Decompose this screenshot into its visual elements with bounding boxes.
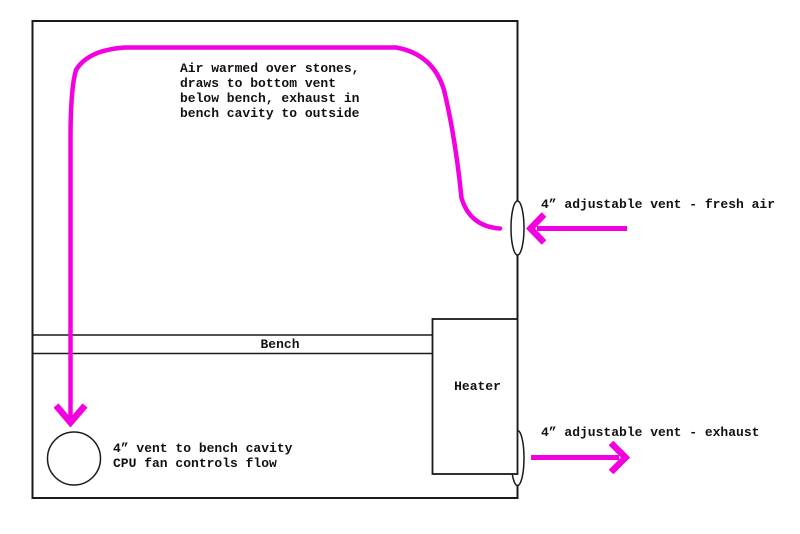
room-outline — [31, 20, 519, 499]
bench-label: Bench — [260, 337, 300, 352]
airflow-note: Air warmed over stones, draws to bottom … — [180, 61, 359, 121]
heater-label: Heater — [454, 379, 501, 394]
floor-vent-note-line: 4” vent to bench cavity — [113, 441, 293, 456]
fresh-air-arrowhead-left-icon — [525, 212, 547, 245]
airflow-note-line: draws to bottom vent — [180, 76, 337, 91]
floor-vent-note-line: CPU fan controls flow — [113, 456, 277, 471]
heater-box — [431, 318, 519, 475]
airflow-arrowhead-down-icon — [53, 403, 88, 428]
floor-vent-circle — [46, 431, 102, 486]
exhaust-arrowhead-right-icon — [608, 440, 631, 475]
floor-vent-note: 4” vent to bench cavity CPU fan controls… — [113, 441, 292, 471]
airflow-note-line: Air warmed over stones, — [180, 61, 360, 76]
exhaust-vent-label: 4” adjustable vent - exhaust — [541, 425, 760, 440]
airflow-note-line: bench cavity to outside — [180, 106, 360, 121]
airflow-note-line: below bench, exhaust in — [180, 91, 360, 106]
fresh-air-vent-ellipse — [510, 200, 525, 256]
airflow-path — [68, 45, 503, 421]
fresh-air-vent-label: 4” adjustable vent - fresh air — [541, 197, 776, 212]
